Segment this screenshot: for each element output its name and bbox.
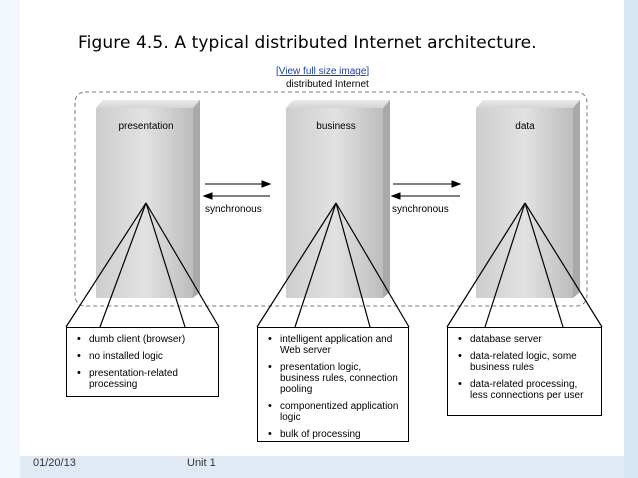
presentation-notes-box: dumb client (browser) no installed logic… xyxy=(66,327,219,397)
tier-label-data: data xyxy=(515,121,535,132)
data-tier-pillar xyxy=(476,100,580,298)
note-item: presentation logic, business rules, conn… xyxy=(266,362,402,395)
footer-unit: Unit 1 xyxy=(187,457,216,469)
presentation-tier-pillar xyxy=(96,100,200,298)
data-notes-box: database server data-related logic, some… xyxy=(447,327,602,416)
fan-lines-presentation xyxy=(65,202,220,328)
sync-arrows-left xyxy=(202,180,272,200)
business-tier-pillar xyxy=(286,100,390,298)
note-item: database server xyxy=(456,334,595,345)
note-item: dumb client (browser) xyxy=(75,334,212,345)
tier-label-presentation: presentation xyxy=(118,121,174,132)
note-item: intelligent application and Web server xyxy=(266,334,402,356)
slide-right-accent-bar xyxy=(624,0,638,478)
scope-label: distributed Internet xyxy=(286,79,369,90)
sync-arrows-right xyxy=(390,180,462,200)
business-notes-box: intelligent application and Web server p… xyxy=(257,327,409,442)
sync-label-left: synchronous xyxy=(205,204,262,215)
sync-label-right: synchronous xyxy=(392,204,449,215)
footer-date: 01/20/13 xyxy=(33,457,76,469)
fan-lines-business xyxy=(256,202,410,328)
slide-footer-strip xyxy=(20,456,624,478)
view-full-size-link[interactable]: [View full size image] xyxy=(276,66,370,77)
internet-boundary xyxy=(74,91,588,307)
note-item: no installed logic xyxy=(75,351,212,362)
note-item: presentation-related processing xyxy=(75,368,212,390)
note-item: componentized application logic xyxy=(266,401,402,423)
note-item: bulk of processing xyxy=(266,429,402,440)
note-item: data-related processing, less connection… xyxy=(456,379,595,401)
fan-lines-data xyxy=(446,202,603,328)
figure-title: Figure 4.5. A typical distributed Intern… xyxy=(78,33,537,53)
note-item: data-related logic, some business rules xyxy=(456,351,595,373)
slide-left-accent-bar xyxy=(0,0,20,478)
tier-label-business: business xyxy=(316,121,356,132)
